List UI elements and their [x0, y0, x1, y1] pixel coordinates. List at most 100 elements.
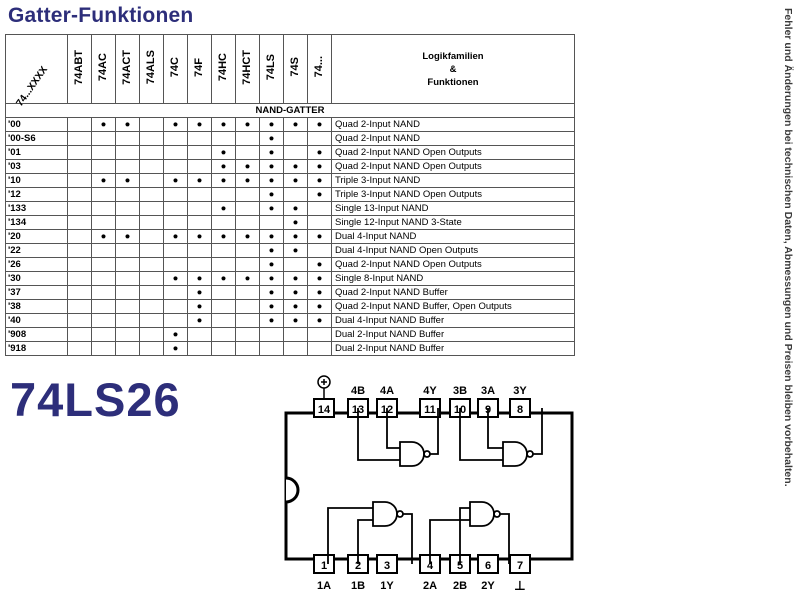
empty-cell — [67, 229, 92, 244]
available-dot: ● — [91, 229, 116, 244]
functions-header-line: Funktionen — [427, 76, 479, 88]
function-description: Quad 2-Input NAND Buffer — [331, 285, 575, 300]
table-row: '30●●●●●●●Single 8-Input NAND — [5, 271, 575, 286]
family-header: 74HC — [211, 34, 236, 104]
available-dot: ● — [211, 229, 236, 244]
family-label: 74ALS — [145, 49, 157, 85]
available-dot: ● — [307, 187, 332, 202]
type-code: '00-S6 — [5, 131, 68, 146]
empty-cell — [115, 327, 140, 342]
available-dot: ● — [259, 271, 284, 286]
empty-cell — [235, 313, 260, 328]
corner-label: 74...XXXX — [14, 64, 50, 109]
empty-cell — [91, 131, 116, 146]
available-dot: ● — [307, 257, 332, 272]
pin-label: 4B — [351, 385, 365, 397]
family-label: 74HCT — [241, 49, 253, 85]
empty-cell — [187, 145, 212, 160]
empty-cell — [187, 327, 212, 342]
table-row: '10●●●●●●●●●Triple 3-Input NAND — [5, 173, 575, 188]
pin-box — [477, 554, 499, 574]
empty-cell — [307, 201, 332, 216]
pin-number: 1 — [321, 560, 327, 572]
table-row: '26●●Quad 2-Input NAND Open Outputs — [5, 257, 575, 272]
family-label: 74... — [313, 56, 325, 78]
function-description: Single 8-Input NAND — [331, 271, 575, 286]
family-header: 74S — [283, 34, 308, 104]
empty-cell — [211, 299, 236, 314]
empty-cell — [187, 215, 212, 230]
table-row: '38●●●●Quad 2-Input NAND Buffer, Open Ou… — [5, 299, 575, 314]
function-description: Quad 2-Input NAND Open Outputs — [331, 257, 575, 272]
family-label: 74LS — [265, 53, 277, 81]
table-row: '20●●●●●●●●●Dual 4-Input NAND — [5, 229, 575, 244]
available-dot: ● — [307, 313, 332, 328]
empty-cell — [115, 341, 140, 356]
function-description: Single 13-Input NAND — [331, 201, 575, 216]
family-header: 74LS — [259, 34, 284, 104]
available-dot: ● — [187, 313, 212, 328]
pin-label: 3A — [481, 385, 495, 397]
table-row: '40●●●●Dual 4-Input NAND Buffer — [5, 313, 575, 328]
empty-cell — [91, 215, 116, 230]
pin-label: 3B — [453, 385, 467, 397]
function-description: Dual 4-Input NAND Open Outputs — [331, 243, 575, 258]
pin-number: 5 — [457, 560, 463, 572]
empty-cell — [91, 201, 116, 216]
available-dot: ● — [283, 299, 308, 314]
empty-cell — [139, 285, 164, 300]
empty-cell — [211, 313, 236, 328]
available-dot: ● — [163, 327, 188, 342]
empty-cell — [235, 145, 260, 160]
vcc-symbol — [317, 375, 331, 400]
empty-cell — [67, 327, 92, 342]
empty-cell — [67, 313, 92, 328]
empty-cell — [91, 145, 116, 160]
empty-cell — [163, 201, 188, 216]
available-dot: ● — [211, 145, 236, 160]
empty-cell — [163, 159, 188, 174]
family-header: 74C — [163, 34, 188, 104]
empty-cell — [139, 341, 164, 356]
available-dot: ● — [259, 117, 284, 132]
empty-cell — [235, 201, 260, 216]
table-row: '37●●●●Quad 2-Input NAND Buffer — [5, 285, 575, 300]
family-header: 74F — [187, 34, 212, 104]
corner-header: 74...XXXX — [5, 34, 68, 108]
empty-cell — [91, 159, 116, 174]
empty-cell — [115, 299, 140, 314]
functions-header: Logikfamilien&Funktionen — [331, 34, 575, 104]
empty-cell — [67, 243, 92, 258]
available-dot: ● — [259, 201, 284, 216]
family-label: 74F — [193, 57, 205, 77]
available-dot: ● — [91, 117, 116, 132]
available-dot: ● — [259, 159, 284, 174]
family-label: 74ABT — [73, 49, 85, 85]
empty-cell — [163, 145, 188, 160]
available-dot: ● — [259, 145, 284, 160]
empty-cell — [187, 341, 212, 356]
empty-cell — [235, 215, 260, 230]
empty-cell — [139, 215, 164, 230]
pin-label: 4Y — [423, 385, 437, 397]
available-dot: ● — [115, 173, 140, 188]
type-code: '03 — [5, 159, 68, 174]
pin-label: 3Y — [513, 385, 527, 397]
pin-box — [509, 554, 531, 574]
empty-cell — [163, 187, 188, 202]
part-number: 74LS26 — [10, 373, 181, 426]
type-code: '918 — [5, 341, 68, 356]
empty-cell — [91, 285, 116, 300]
type-code: '22 — [5, 243, 68, 258]
empty-cell — [235, 299, 260, 314]
available-dot: ● — [187, 299, 212, 314]
empty-cell — [115, 271, 140, 286]
available-dot: ● — [259, 243, 284, 258]
type-code: '12 — [5, 187, 68, 202]
pin-number: 3 — [384, 560, 390, 572]
empty-cell — [187, 201, 212, 216]
empty-cell — [91, 257, 116, 272]
empty-cell — [187, 243, 212, 258]
available-dot: ● — [307, 159, 332, 174]
family-header: 74ACT — [115, 34, 140, 104]
